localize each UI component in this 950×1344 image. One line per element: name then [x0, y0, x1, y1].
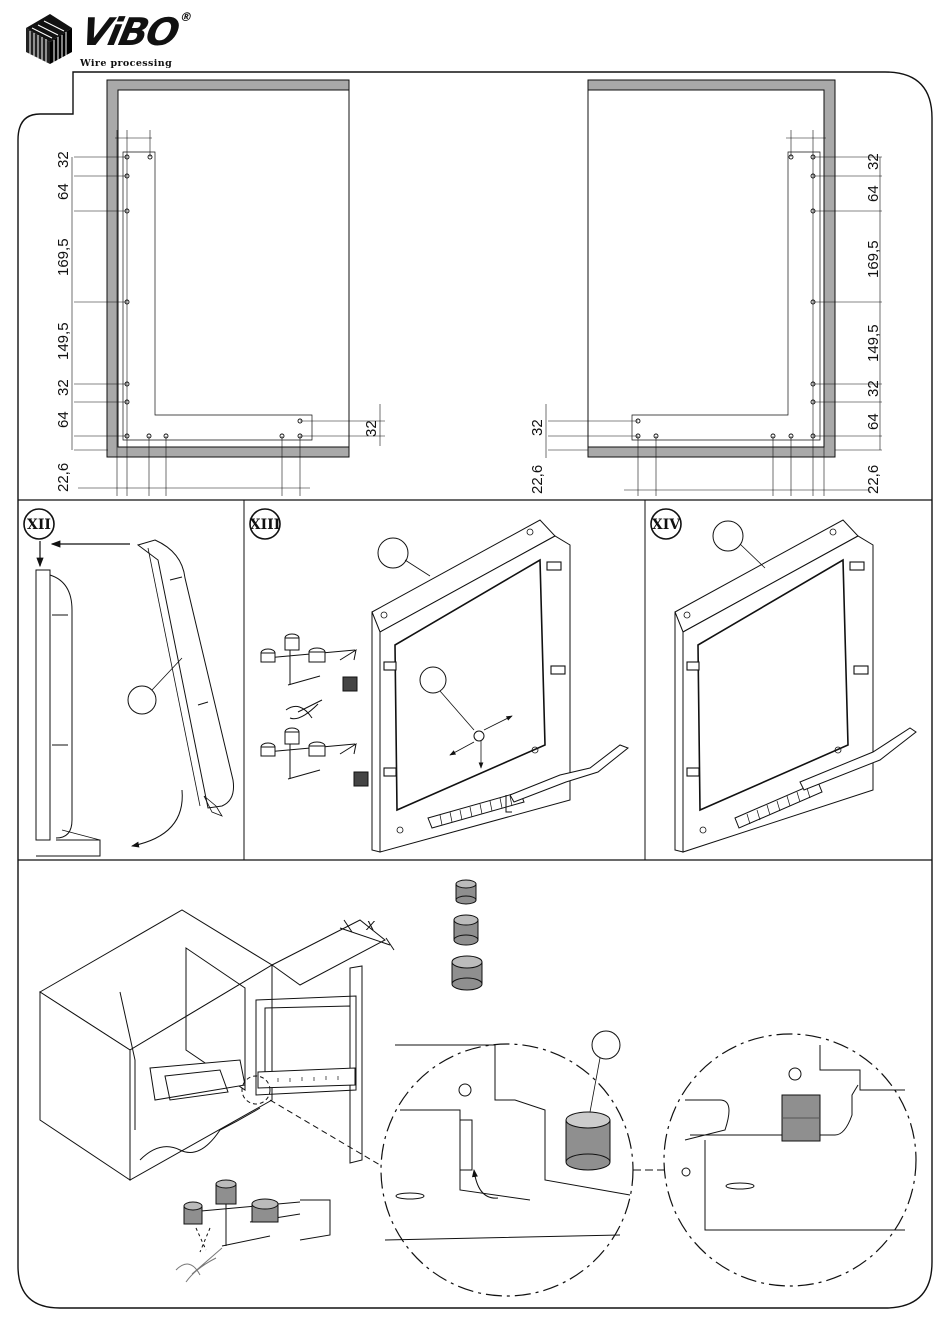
dim-left-2: 64: [55, 183, 72, 200]
dim-left-right-32: 32: [363, 420, 380, 437]
scissors-icon: [286, 700, 322, 719]
cabinet-assembly: [40, 910, 394, 1180]
dim-right-4: 149,5: [865, 324, 882, 362]
spacer-sprue-lower: [261, 728, 368, 786]
detail-circle-after: [664, 1034, 916, 1286]
dim-right-left-32: 32: [529, 419, 546, 436]
drilling-diagram-right: 32 64 169,5 149,5 32 64 22,6 32 22,6: [529, 80, 882, 496]
step-12-label: XII: [27, 517, 51, 533]
dim-right-5: 32: [865, 380, 882, 397]
spacer-sprue-upper: [261, 634, 357, 691]
drilling-diagram-left: 32 64 169,5 149,5 32 64 22,6 32: [55, 80, 385, 496]
dim-right-2: 64: [865, 185, 882, 202]
step-12-panel: XII: [24, 509, 234, 856]
dim-left-6: 64: [55, 411, 72, 428]
step-13-panel: XIII: [250, 509, 628, 852]
spacer-variants: [452, 880, 482, 990]
dim-right-3: 169,5: [865, 240, 882, 278]
step-14-label: XIV: [652, 517, 681, 533]
dim-right-6: 64: [865, 413, 882, 430]
dim-left-4: 149,5: [55, 322, 72, 360]
dim-left-7: 22,6: [55, 463, 72, 492]
step-13-label: XIII: [250, 517, 281, 533]
spacer-sprue-bottom: [176, 1180, 330, 1282]
step-14-panel: XIV: [651, 509, 916, 852]
dim-left-5: 32: [55, 379, 72, 396]
dim-left-1: 32: [55, 151, 72, 168]
dim-left-3: 169,5: [55, 238, 72, 276]
dim-right-7: 22,6: [865, 465, 882, 494]
dimension-x-label: X: [365, 918, 376, 933]
dim-right-1: 32: [865, 153, 882, 170]
dim-right-left-22: 22,6: [529, 465, 546, 494]
detail-circle-before: [381, 1031, 633, 1296]
